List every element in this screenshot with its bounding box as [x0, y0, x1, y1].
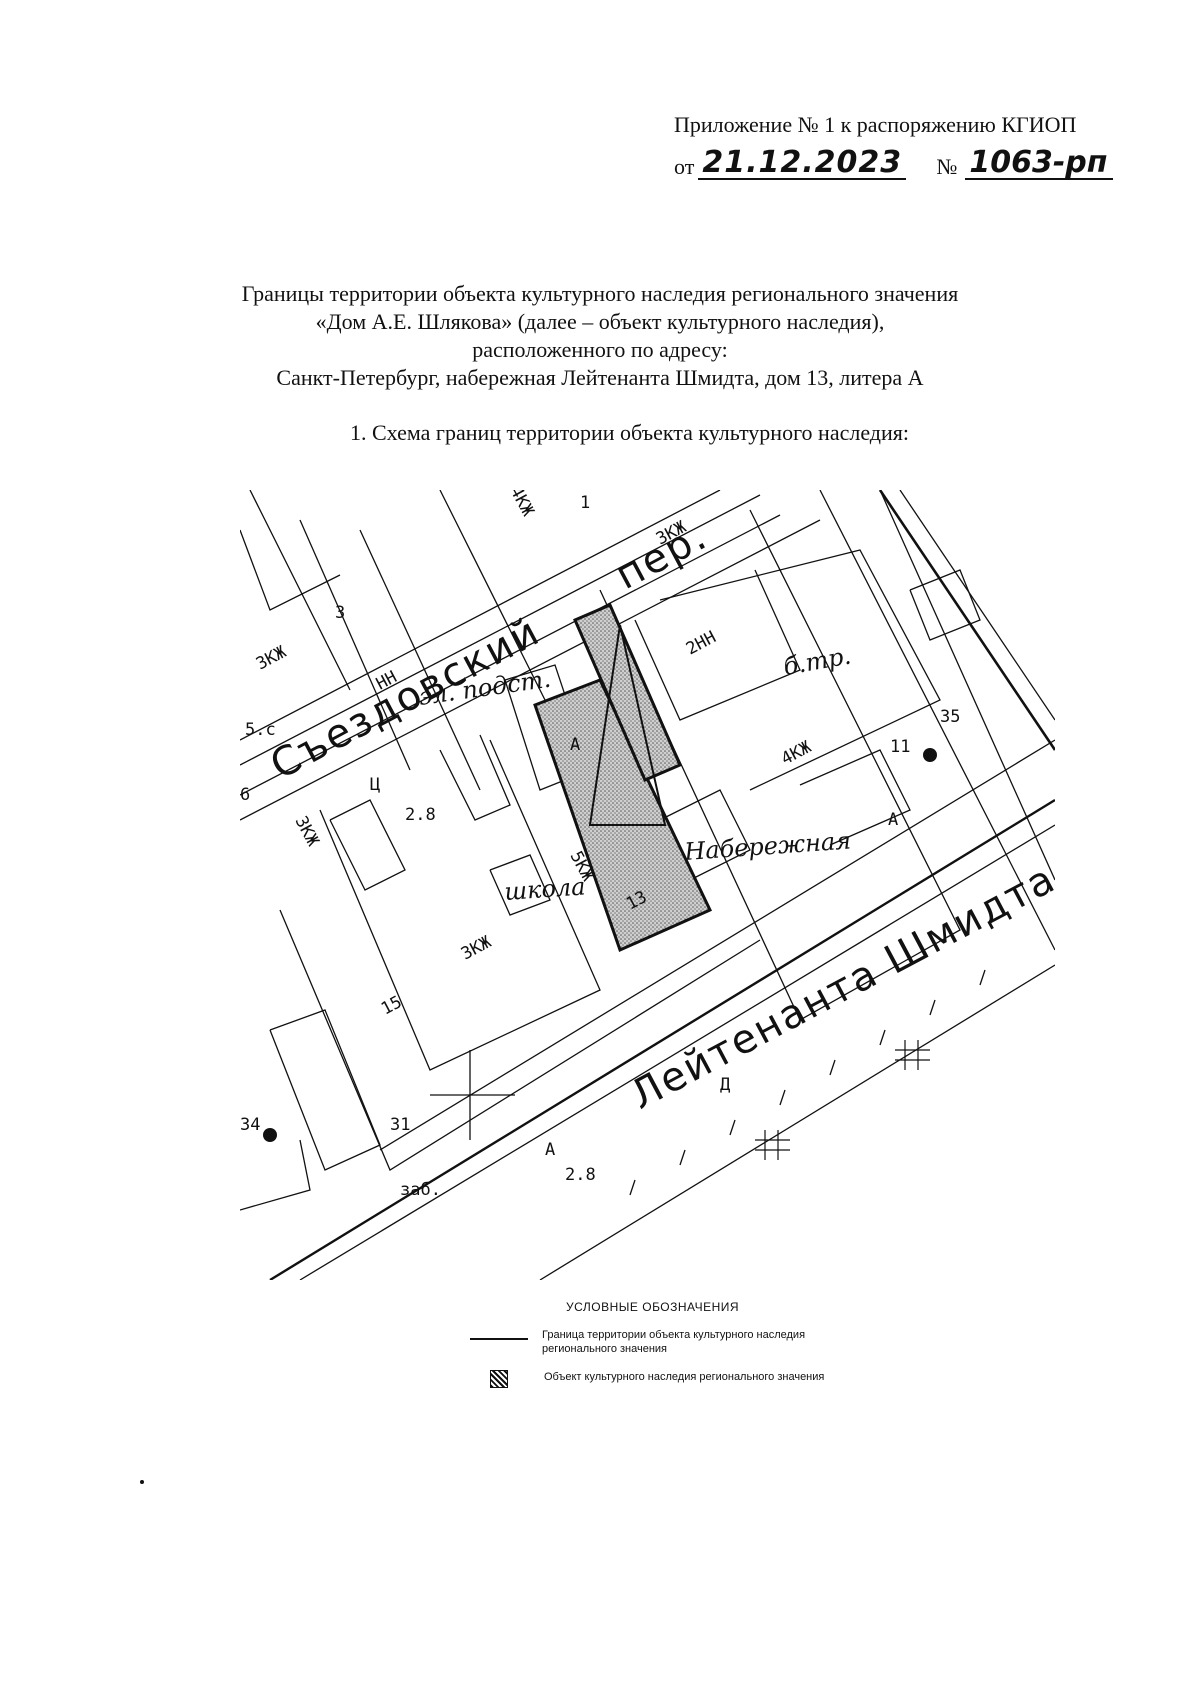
handwritten-number: 1063-рп: [965, 148, 1114, 180]
title-line-1: Границы территории объекта культурного н…: [241, 281, 959, 306]
label-3kzh-bottom: 3КЖ: [458, 932, 495, 964]
label-letter-a-3: А: [888, 810, 898, 830]
label-4kzh-top: 4КЖ: [506, 490, 538, 520]
label-elev-28-b: 2.8: [565, 1165, 596, 1185]
label-house-11: 11: [890, 737, 910, 757]
transformer-label: б.тр.: [781, 642, 853, 681]
boundary-line-swatch: [470, 1338, 528, 1340]
section-heading: 1. Схема границ территории объекта культ…: [350, 420, 910, 445]
label-letter-d: Д: [720, 1075, 730, 1095]
hatch-swatch: [490, 1370, 508, 1388]
legend-boundary-text: Граница территории объекта культурного н…: [542, 1329, 806, 1355]
label-letter-a: А: [570, 735, 580, 755]
label-3kzh-left: 3КЖ: [253, 642, 290, 674]
legend-row-boundary: Граница территории объекта культурного н…: [470, 1328, 990, 1356]
label-house-1: 1: [580, 493, 590, 513]
label-3kzh-mid: 3КЖ: [291, 813, 323, 850]
scan-speck: [140, 1480, 144, 1484]
street-per: пер.: [608, 513, 715, 599]
school-label: школа: [503, 872, 586, 906]
legend-object-text: Объект культурного наследия региональног…: [544, 1371, 825, 1383]
handwritten-date: 21.12.2023: [698, 148, 907, 180]
label-house-6: 6: [240, 785, 250, 805]
label-4kzh-right: 4КЖ: [778, 737, 815, 769]
title-line-4: Санкт-Петербург, набережная Лейтенанта Ш…: [276, 365, 924, 390]
label-letter-a-2: А: [545, 1140, 555, 1160]
map-legend: УСЛОВНЫЕ ОБОЗНАЧЕНИЯ Граница территории …: [470, 1300, 990, 1388]
title-line-2: «Дом А.Е. Шлякова» (далее – объект культ…: [315, 309, 885, 334]
label-2nn: 2НН: [683, 627, 720, 659]
label-point-34: 34: [240, 1115, 260, 1135]
from-label: от: [674, 154, 695, 179]
boundary-map: Съездовский пер. Лейтенанта Шмидта Набер…: [240, 490, 1055, 1280]
label-house-15: 15: [378, 992, 405, 1019]
legend-row-object: Объект культурного наследия региональног…: [470, 1370, 990, 1388]
label-fence: заб.: [400, 1180, 441, 1200]
document-title: Границы территории объекта культурного н…: [100, 280, 1100, 392]
legend-title: УСЛОВНЫЕ ОБОЗНАЧЕНИЯ: [566, 1300, 740, 1314]
label-house-3: 3: [335, 603, 345, 623]
title-line-3: расположенного по адресу:: [472, 337, 728, 362]
date-number-line: от 21.12.2023 № 1063-рп: [674, 148, 1144, 180]
number-label: №: [936, 154, 958, 179]
appendix-line: Приложение № 1 к распоряжению КГИОП: [674, 112, 1077, 137]
label-point-35: 35: [940, 707, 960, 727]
document-header: Приложение № 1 к распоряжению КГИОП от 2…: [674, 112, 1144, 180]
embankment-label: Набережная: [682, 826, 851, 866]
label-point-31: 31: [390, 1115, 410, 1135]
label-elev-28-a: 2.8: [405, 805, 436, 825]
map-drawing: Съездовский пер. Лейтенанта Шмидта Набер…: [240, 490, 1055, 1280]
label-letter-ts: Ц: [370, 775, 380, 795]
label-5c: 5.с: [245, 720, 276, 740]
